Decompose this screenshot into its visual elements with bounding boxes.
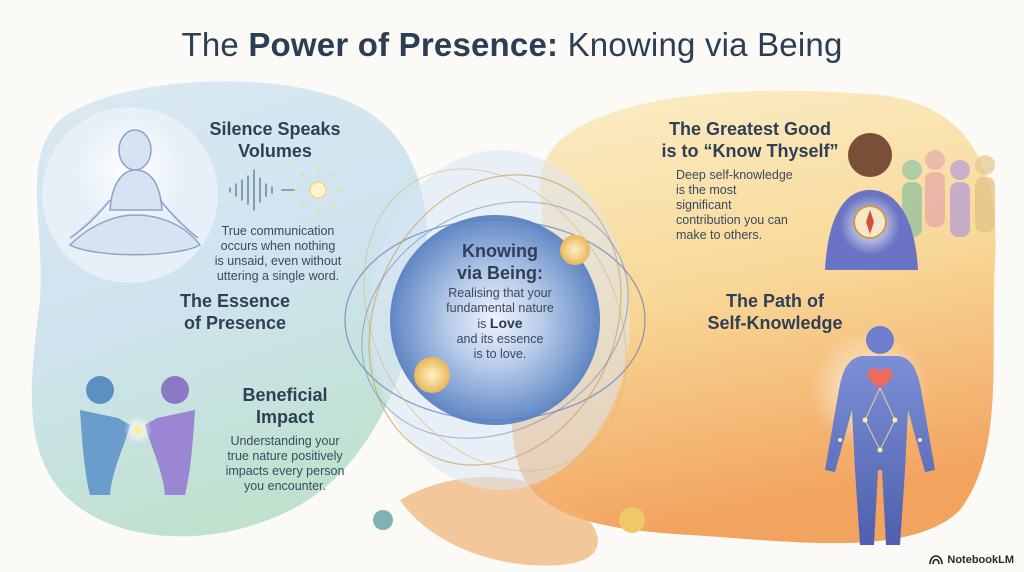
glowing-body-icon xyxy=(810,326,935,545)
beneficial-heading-line2: Impact xyxy=(255,407,315,427)
essence-line1: The Essence xyxy=(179,291,291,311)
center-body-love: Love xyxy=(489,315,523,331)
center-body-line2: fundamental nature xyxy=(446,301,554,315)
greatest-body-line3: significant xyxy=(676,198,732,212)
silence-heading: Silence Speaks Volumes xyxy=(200,118,350,162)
sun-icon xyxy=(294,166,342,214)
central-orb xyxy=(344,150,646,490)
greatest-body-line2: is the most xyxy=(676,183,737,197)
greatest-heading-line1: The Greatest Good xyxy=(668,119,832,139)
greatest-body-line5: make to others. xyxy=(676,228,763,242)
essence-label: The Essence of Presence xyxy=(150,290,320,334)
center-heading-line1: Knowing xyxy=(462,241,538,261)
beneficial-body-line2: true nature positively xyxy=(227,449,343,463)
greatest-body: Deep self-knowledge is the most signific… xyxy=(676,168,816,243)
silence-heading-line1: Silence Speaks xyxy=(209,119,341,139)
center-body-line5: is to love. xyxy=(473,347,527,361)
connected-people-icon xyxy=(80,376,195,495)
beneficial-body-line4: you encounter. xyxy=(243,479,326,493)
bottom-flow xyxy=(400,476,598,566)
essence-line2: of Presence xyxy=(183,313,287,333)
page-title: The Power of Presence: Knowing via Being xyxy=(0,26,1024,64)
title-suffix: Knowing via Being xyxy=(558,26,843,63)
silence-heading-line2: Volumes xyxy=(238,141,312,161)
brand-badge: NotebookLM xyxy=(929,554,1014,566)
silence-body-line3: is unsaid, even without xyxy=(214,254,342,268)
center-body: Realising that your fundamental nature i… xyxy=(420,286,580,362)
silence-body-line1: True communication xyxy=(221,224,335,238)
beneficial-body-line1: Understanding your xyxy=(230,434,340,448)
person-with-compass-icon xyxy=(825,133,918,270)
center-body-line4: and its essence xyxy=(456,332,544,346)
sound-wave-icon xyxy=(229,169,296,211)
silence-body-line2: occurs when nothing xyxy=(220,239,336,253)
path-line2: Self-Knowledge xyxy=(707,313,843,333)
title-bold: Power of Presence: xyxy=(248,26,559,63)
meditating-figure-icon xyxy=(68,129,202,256)
greatest-heading: The Greatest Good is to “Know Thyself” xyxy=(660,118,840,162)
center-heading: Knowing via Being: xyxy=(430,240,570,284)
silence-body-line4: uttering a single word. xyxy=(216,269,340,283)
beneficial-heading: Beneficial Impact xyxy=(215,384,355,428)
beneficial-body: Understanding your true nature positivel… xyxy=(212,434,358,494)
center-body-line3-prefix: is xyxy=(477,317,490,331)
path-label: The Path of Self-Knowledge xyxy=(680,290,870,334)
center-heading-line2: via Being: xyxy=(456,263,544,283)
brand-name: NotebookLM xyxy=(947,554,1014,566)
notebooklm-logo-icon xyxy=(929,555,944,565)
path-line1: The Path of xyxy=(726,291,824,311)
silence-body: True communication occurs when nothing i… xyxy=(208,224,348,284)
beneficial-body-line3: impacts every person xyxy=(225,464,345,478)
center-body-line1: Realising that your xyxy=(448,286,552,300)
title-prefix: The xyxy=(181,26,249,63)
beneficial-heading-line1: Beneficial xyxy=(242,385,328,405)
greatest-body-line1: Deep self-knowledge xyxy=(676,168,793,182)
greatest-body-line4: contribution you can xyxy=(676,213,788,227)
greatest-heading-line2: is to “Know Thyself” xyxy=(661,141,839,161)
